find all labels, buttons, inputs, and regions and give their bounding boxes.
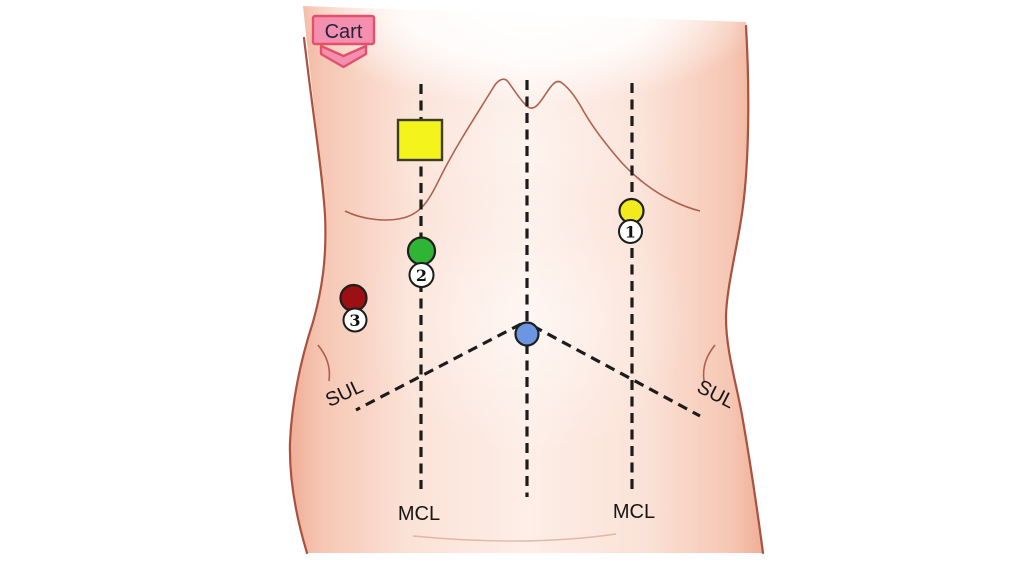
- torso-right-outline: [724, 24, 765, 555]
- site-1-number: 1: [625, 223, 636, 242]
- cart-button[interactable]: Cart: [311, 14, 376, 69]
- transducer-square-marker[interactable]: [396, 118, 444, 162]
- cart-button-label: Cart: [325, 21, 363, 43]
- site-2-number-badge: [408, 262, 435, 288]
- left-hip-crease: [317, 344, 331, 382]
- umbilicus-marker[interactable]: [514, 321, 540, 347]
- right-mcl-label: MCL: [613, 501, 655, 523]
- cart-down-arrow-icon: [319, 44, 368, 69]
- electrode-site-2[interactable]: 2: [406, 236, 437, 288]
- top-fade: [290, 0, 770, 107]
- electrode-site-1[interactable]: 1: [618, 197, 645, 244]
- lower-belly-crease: [412, 533, 617, 542]
- site-2-number: 2: [416, 266, 427, 285]
- site-2-dot[interactable]: [406, 236, 437, 266]
- left-sul-line: [355, 322, 522, 412]
- left-mcl-label: MCL: [398, 503, 440, 525]
- costal-margin-contour: [344, 78, 701, 221]
- cart-button-box[interactable]: [311, 14, 376, 46]
- torso-left-outline: [288, 36, 327, 555]
- site-3-number: 3: [349, 311, 360, 330]
- site-1-number-badge: [618, 219, 643, 244]
- site-3-dot[interactable]: [339, 283, 368, 313]
- right-hip-crease: [702, 344, 716, 382]
- site-3-number-badge: [342, 307, 368, 333]
- right-sul-line: [532, 324, 701, 418]
- electrode-site-3[interactable]: 3: [339, 283, 368, 333]
